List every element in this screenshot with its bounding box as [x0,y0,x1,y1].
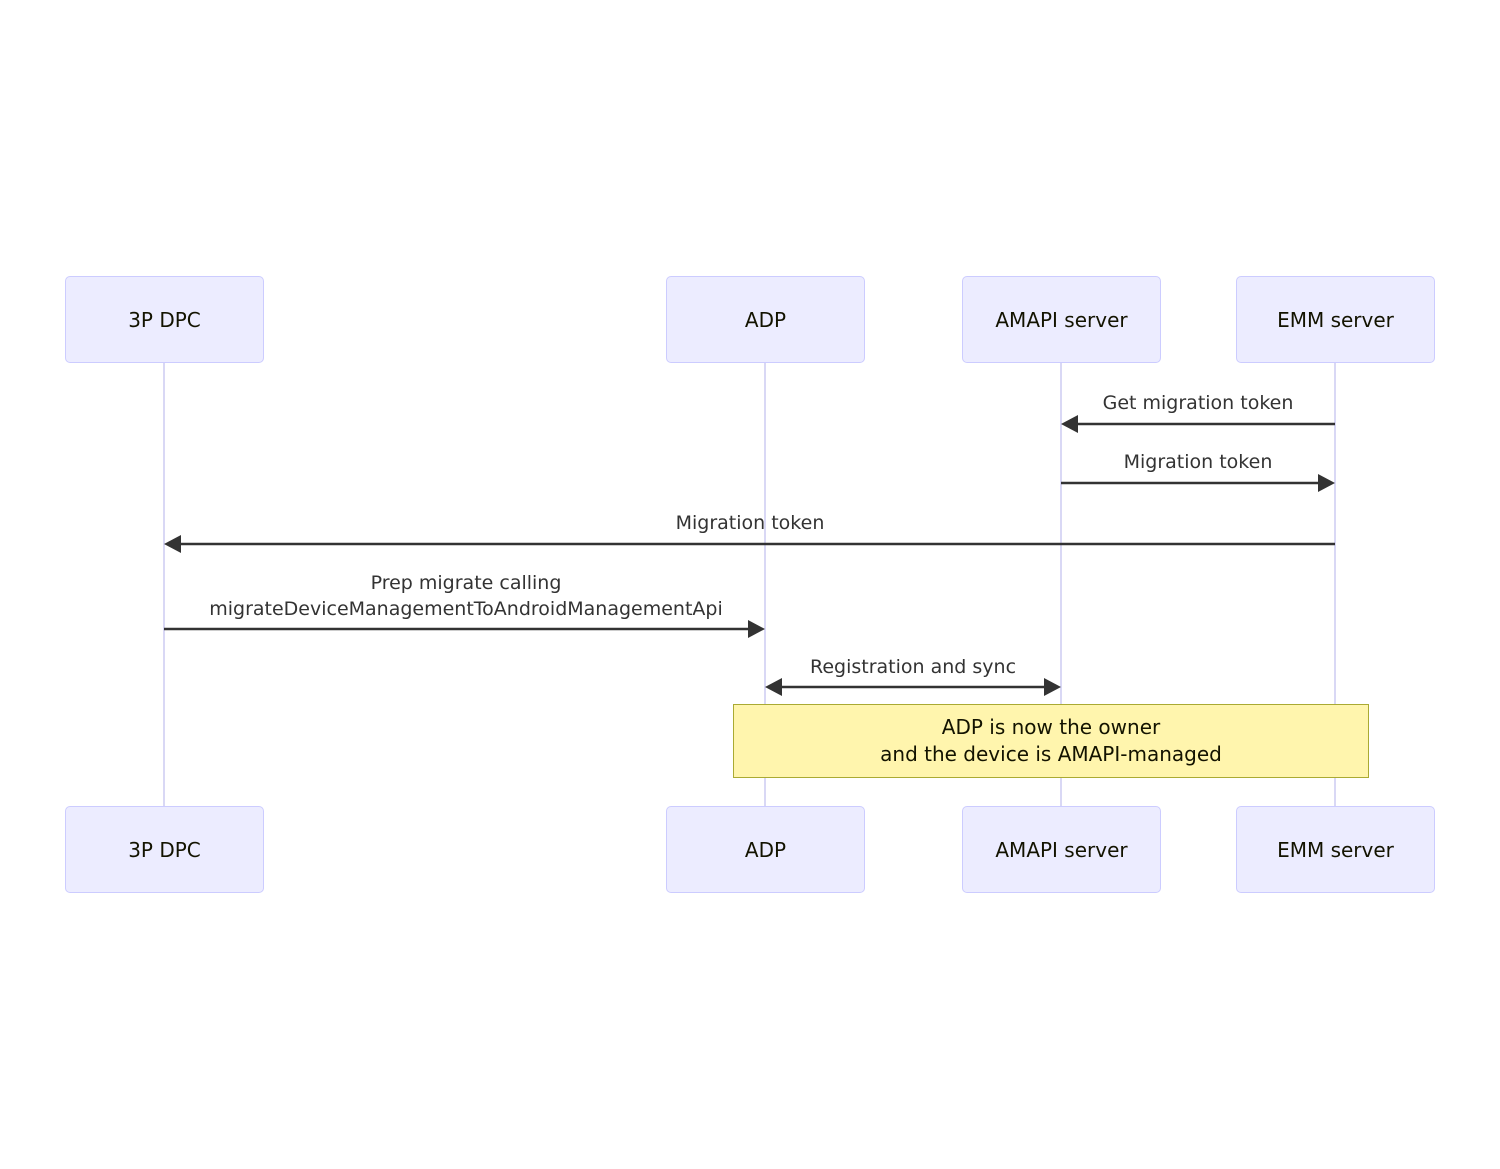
participant-label: ADP [744,837,787,862]
message-arrow-m4 [164,620,765,638]
participant-label: 3P DPC [128,307,201,332]
message-label-m1: Get migration token [798,390,1500,416]
message-label-line: Prep migrate calling [370,572,562,594]
participant-top-amapi[interactable]: AMAPI server [962,276,1161,363]
message-label-m3: Migration token [350,510,1150,536]
participant-bottom-emm[interactable]: EMM server [1236,806,1435,893]
participant-label: EMM server [1277,307,1394,332]
message-arrow-m2 [1061,474,1335,492]
participant-label: 3P DPC [128,837,201,862]
participant-label: ADP [744,307,787,332]
message-arrow-m3 [164,535,1335,553]
message-label-m2: Migration token [798,449,1500,475]
participant-label: AMAPI server [995,837,1128,862]
participant-bottom-amapi[interactable]: AMAPI server [962,806,1161,893]
note-n1: ADP is now the owner and the device is AM… [733,704,1369,778]
participant-top-dpc[interactable]: 3P DPC [65,276,264,363]
lifeline-amapi [1060,363,1062,806]
note-line: ADP is now the owner [941,715,1161,739]
lifeline-emm [1334,363,1336,806]
message-arrow-m5 [765,678,1061,696]
message-label-line: Migration token [675,512,825,534]
participant-top-emm[interactable]: EMM server [1236,276,1435,363]
participant-label: AMAPI server [995,307,1128,332]
participant-bottom-dpc[interactable]: 3P DPC [65,806,264,893]
message-arrow-m1 [1061,415,1335,433]
lifeline-adp [764,363,766,806]
participant-top-adp[interactable]: ADP [666,276,865,363]
message-label-line: Migration token [1123,451,1273,473]
note-line: and the device is AMAPI-managed [880,742,1222,766]
lifeline-dpc [163,363,165,806]
message-label-line: Get migration token [1102,392,1294,414]
participant-label: EMM server [1277,837,1394,862]
participant-bottom-adp[interactable]: ADP [666,806,865,893]
